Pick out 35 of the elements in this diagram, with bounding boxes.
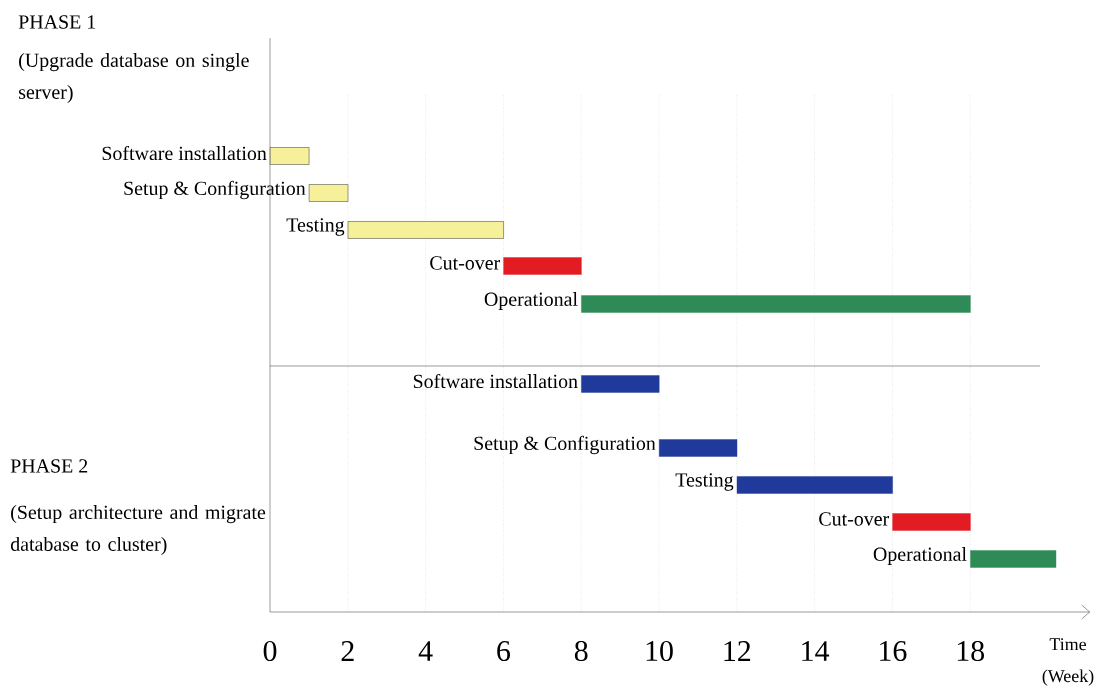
tick-label: 6 <box>497 640 510 662</box>
tick-label: 4 <box>418 641 433 661</box>
task-bar <box>892 513 971 531</box>
tick-label: 10 <box>646 640 673 662</box>
axis-title: Time (Week) <box>1042 638 1094 686</box>
task-label: Testing <box>675 473 734 491</box>
phase-heading: PHASE 1 <box>18 15 96 29</box>
tick-label: 16 <box>880 640 907 662</box>
task-bar <box>308 184 349 202</box>
task-bar <box>736 476 893 494</box>
task-label: Software installation <box>413 373 578 389</box>
tick-label: 12 <box>724 641 751 661</box>
task-bar <box>659 439 738 457</box>
task-bar <box>347 221 504 239</box>
task-label: Operational <box>484 291 578 310</box>
tick-label: 18 <box>957 640 984 662</box>
task-label: Testing <box>286 218 345 236</box>
task-bar <box>503 257 582 275</box>
task-label: Operational <box>873 546 967 565</box>
tick-label: 8 <box>574 640 588 662</box>
task-bar <box>581 295 971 313</box>
task-bar <box>970 550 1057 568</box>
tick-label: 2 <box>341 641 354 661</box>
tick-label: 14 <box>802 641 830 661</box>
task-label: Cut-over <box>430 256 501 270</box>
tick-label: 0 <box>263 640 277 662</box>
task-label: Setup & Configuration <box>474 435 656 455</box>
phase-heading: PHASE 2 <box>10 459 88 473</box>
task-label: Setup & Configuration <box>124 180 306 200</box>
task-bar <box>270 147 310 165</box>
task-label: Software installation <box>102 145 267 161</box>
phase-description: (Upgrade database on single server) <box>19 53 249 103</box>
phase-description: (Setup architecture and migrate database to cluster) <box>10 505 266 555</box>
task-bar <box>581 375 660 393</box>
task-label: Cut-over <box>819 512 890 526</box>
